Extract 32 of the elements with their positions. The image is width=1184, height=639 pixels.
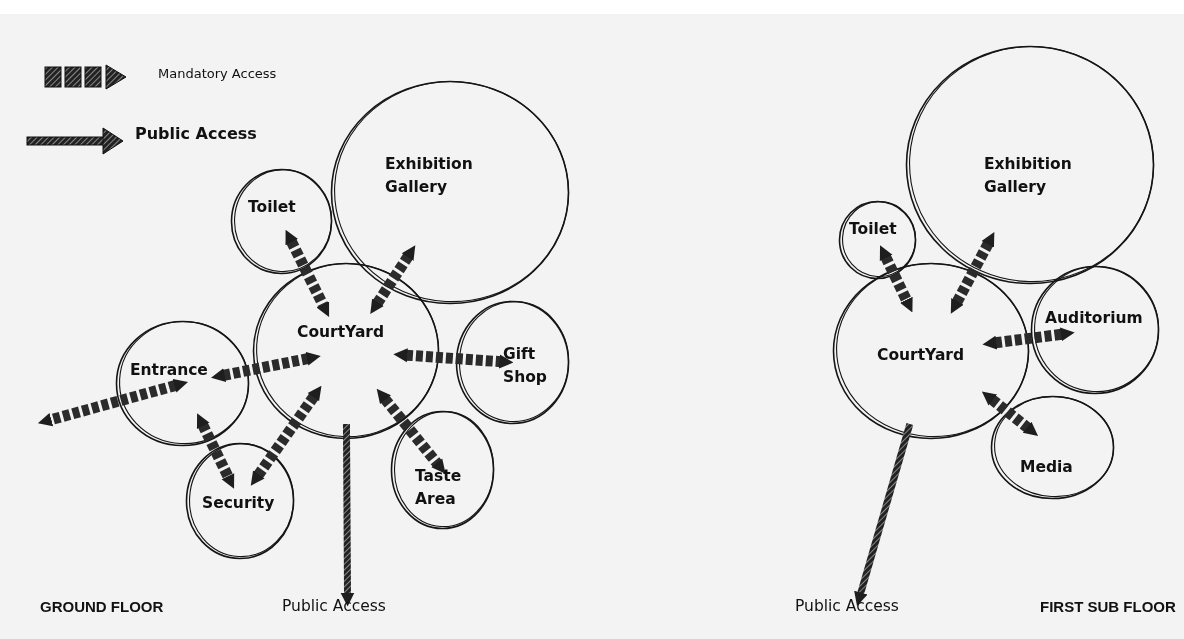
room-label: CourtYard — [877, 345, 966, 366]
public-access-arrow — [854, 422, 914, 607]
room-label: CourtYard — [297, 322, 386, 343]
mandatory-access-arrow — [211, 351, 321, 382]
room-label: Exhibition Gallery — [385, 154, 474, 198]
legend-label: Mandatory Access — [158, 66, 277, 81]
room-label: Security — [202, 493, 276, 514]
room-label: Gift Shop — [503, 344, 548, 388]
room-label: Toilet — [248, 197, 297, 218]
access-label: Public Access — [282, 596, 387, 617]
mandatory-access-arrow — [879, 245, 913, 313]
mandatory-access-arrow — [376, 388, 446, 474]
room-label: Auditorium — [1045, 308, 1144, 329]
mandatory-access-arrow — [196, 413, 235, 489]
room-label: Taste Area — [415, 466, 463, 510]
mandatory-access-arrow — [982, 327, 1075, 350]
access-label: Public Access — [795, 596, 900, 617]
room-label: Media — [1020, 457, 1074, 478]
room-label: Toilet — [849, 219, 898, 240]
room-label: Exhibition Gallery — [984, 154, 1073, 198]
mandatory-access-arrow — [37, 378, 188, 427]
mandatory-access-arrow — [950, 232, 995, 314]
mandatory-access-arrow — [981, 391, 1039, 437]
mandatory-access-arrow — [250, 385, 322, 486]
floor-title: GROUND FLOOR — [40, 598, 164, 615]
mandatory-access-arrow — [370, 245, 416, 314]
mandatory-access-arrow — [393, 348, 514, 369]
floor-title: FIRST SUB FLOOR — [1040, 598, 1176, 615]
public-access-arrow — [340, 423, 355, 607]
room-label: Entrance — [130, 360, 209, 381]
mandatory-access-arrow — [285, 229, 330, 317]
legend-label: Public Access — [135, 124, 257, 143]
